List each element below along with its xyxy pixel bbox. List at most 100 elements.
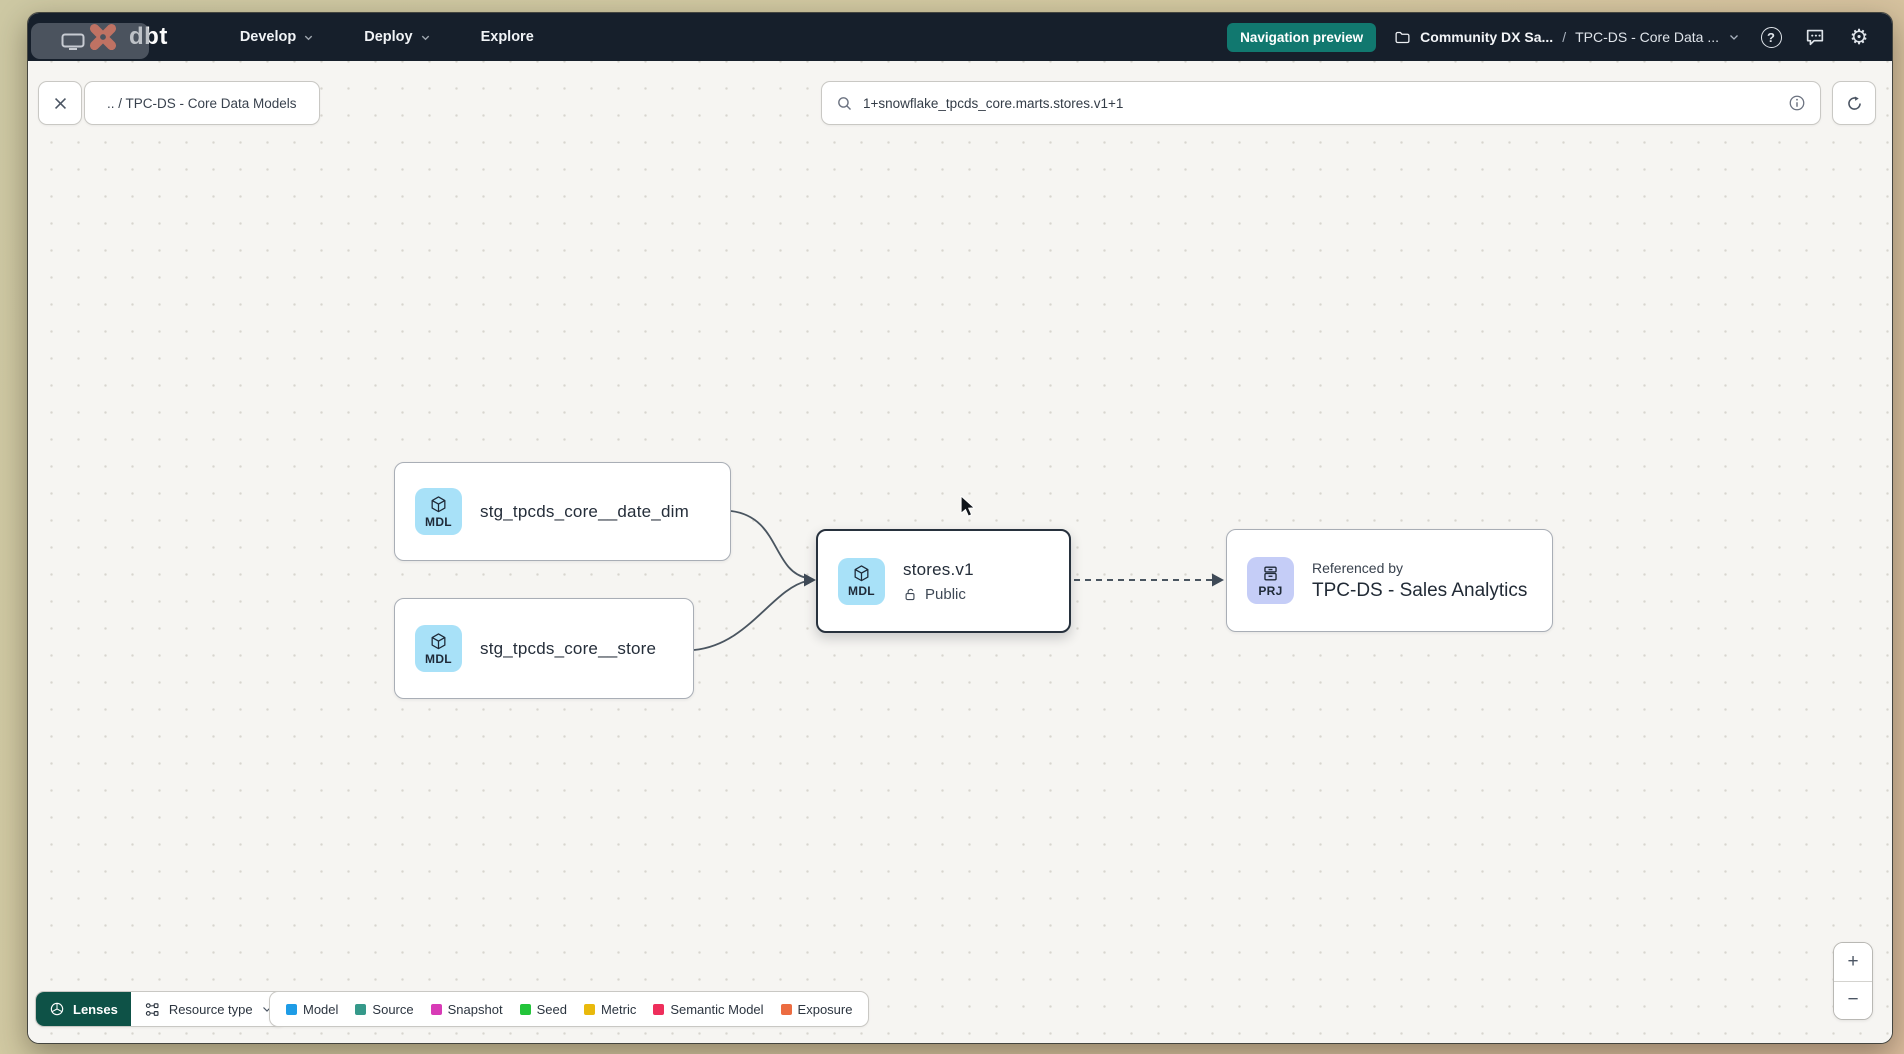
legend-swatch [519,1003,531,1015]
legend-label: Metric [600,1001,637,1017]
chevron-down-icon [262,1007,271,1012]
lineage-search-bar [821,81,1821,125]
app-window: dbt Develop Deploy Explore Navigation pr… [27,12,1893,1044]
nav-item-develop-label: Develop [239,29,297,45]
help-button[interactable]: ? [1758,24,1784,50]
zoom-out-button[interactable]: − [1834,981,1872,1019]
arrowhead-icon [1212,573,1224,587]
legend-swatch [583,1003,595,1015]
legend-item-exposure: Exposure [780,1001,853,1017]
legend-swatch [653,1003,665,1015]
model-badge: MDL [838,557,885,605]
feedback-button[interactable] [1802,24,1828,50]
zoom-in-button[interactable]: + [1834,943,1872,982]
info-icon[interactable] [1788,94,1806,112]
node-text-block: Referenced by TPC-DS - Sales Analytics [1312,560,1527,602]
edge-store-to-stores [693,580,808,651]
lenses-icon [50,1002,64,1016]
folder-icon [1395,31,1410,43]
chevron-down-icon [305,35,313,40]
nav-item-deploy-label: Deploy [364,29,413,45]
node-stores-v1[interactable]: MDL stores.v1 Public [816,529,1071,633]
node-stg-tpcds-core-date-dim[interactable]: MDL stg_tpcds_core__date_dim [394,462,731,561]
cube-icon [431,495,446,512]
legend-swatch [780,1003,792,1015]
gear-icon: ⚙ [1849,25,1869,49]
legend-swatch [355,1003,367,1015]
lineage-search-input[interactable] [863,95,1778,111]
refresh-icon [1847,96,1861,110]
resource-type-legend: Model Source Snapshot Seed Metric Semant… [269,991,870,1027]
node-label: TPC-DS - Sales Analytics [1312,579,1528,601]
node-label: stg_tpcds_core__date_dim [480,501,689,521]
breadcrumb-project[interactable]: Community DX Sa... [1420,29,1554,45]
nav-item-explore[interactable]: Explore [481,29,534,45]
lens-controls: Lenses Resource type [35,991,287,1027]
chevron-down-icon [421,35,429,40]
screen-icon [61,33,85,50]
legend-item-seed: Seed [519,1001,567,1017]
badge-code: MDL [425,514,452,529]
settings-button[interactable]: ⚙ [1846,24,1872,50]
access-row: Public [903,586,974,603]
legend-item-model: Model [286,1002,338,1017]
legend-swatch [430,1003,442,1015]
node-text-block: stores.v1 Public [903,560,974,603]
node-stg-tpcds-core-store[interactable]: MDL stg_tpcds_core__store [394,598,694,699]
resource-type-icon [145,1002,159,1016]
search-icon [838,96,852,110]
legend-swatch [286,1003,297,1015]
legend-label: Source [372,1001,414,1017]
nav-item-develop[interactable]: Develop [240,29,314,45]
zoom-controls: + − [1833,942,1873,1020]
resource-type-dropdown[interactable]: Resource type [130,992,286,1026]
edge-date-dim-to-stores [730,510,808,579]
breadcrumb: Community DX Sa... / TPC-DS - Core Data … [1394,29,1740,46]
node-kicker: Referenced by [1312,559,1404,576]
nav-item-explore-label: Explore [480,29,534,45]
arrowhead-icon [804,573,816,587]
node-tpcds-sales-analytics[interactable]: PRJ Referenced by TPC-DS - Sales Analyti… [1226,529,1553,632]
lenses-button[interactable]: Lenses [36,992,131,1026]
lenses-label: Lenses [73,1001,118,1017]
lock-open-icon [905,588,915,600]
lineage-path-chip[interactable]: .. / TPC-DS - Core Data Models [84,81,320,125]
chevron-down-icon[interactable] [1728,31,1740,43]
mouse-cursor [960,496,976,517]
resource-type-label: Resource type [168,1001,253,1017]
node-label: stores.v1 [903,559,974,579]
project-drawers-icon [1264,565,1277,581]
legend-item-metric: Metric [583,1001,637,1017]
legend-label: Seed [536,1001,567,1017]
badge-code: MDL [425,651,452,666]
legend-label: Semantic Model [670,1001,764,1017]
badge-code: PRJ [1258,583,1283,598]
project-badge: PRJ [1247,557,1294,604]
model-badge: MDL [415,625,462,672]
nav-item-deploy[interactable]: Deploy [364,29,430,45]
navbar-right: Navigation preview Community DX Sa... / … [1227,22,1872,52]
legend-label: Exposure [797,1001,853,1017]
legend-item-snapshot: Snapshot [430,1001,503,1017]
model-badge: MDL [415,488,462,535]
close-lineage-button[interactable] [38,81,82,125]
lineage-canvas[interactable]: .. / TPC-DS - Core Data Models [28,61,1892,1043]
navigation-preview-badge[interactable]: Navigation preview [1227,22,1377,52]
cube-icon [854,565,869,582]
nav-menus: Develop Deploy Explore [240,29,534,45]
legend-label: Snapshot [447,1001,503,1017]
badge-code: MDL [848,584,875,598]
breadcrumb-page[interactable]: TPC-DS - Core Data ... [1575,29,1719,45]
legend-item-source: Source [355,1001,414,1017]
node-label: stg_tpcds_core__store [480,638,657,658]
chat-icon [1806,29,1824,46]
legend-item-semantic-model: Semantic Model [653,1001,764,1017]
refresh-lineage-button[interactable] [1832,81,1876,125]
cube-icon [431,632,446,649]
breadcrumb-separator: / [1562,29,1567,45]
top-navbar: dbt Develop Deploy Explore Navigation pr… [28,13,1892,61]
legend-label: Model [303,1001,339,1017]
screen-share-indicator [31,23,149,59]
access-label: Public [925,585,966,603]
